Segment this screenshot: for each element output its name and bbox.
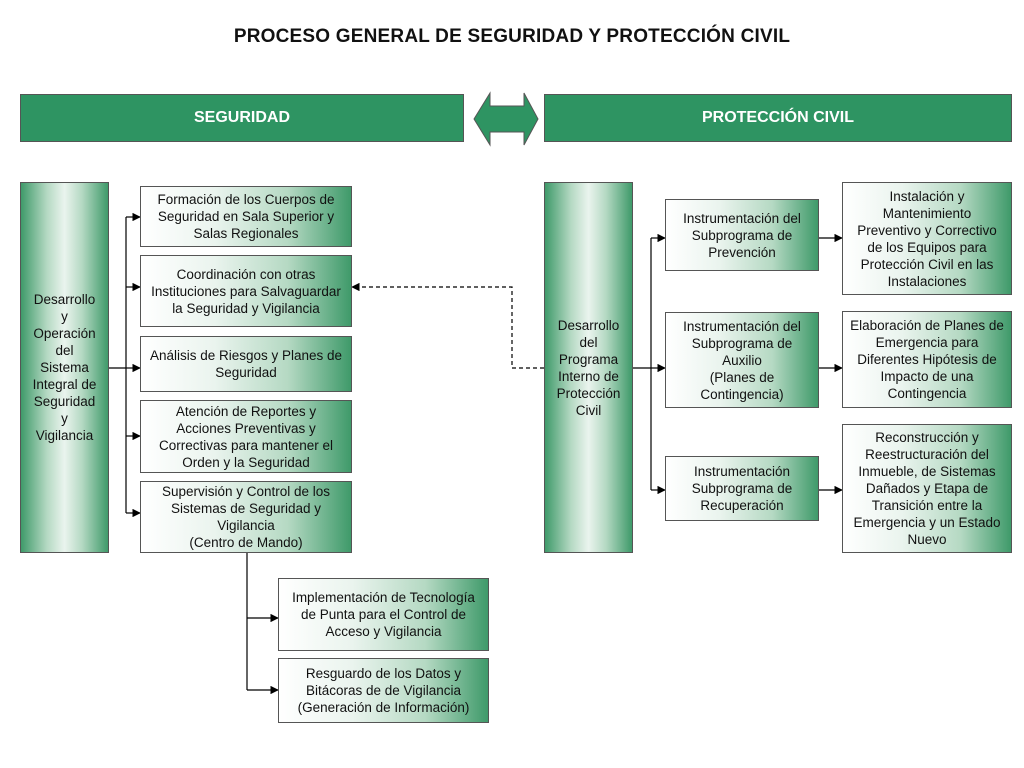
outcome-instalacion: Instalación y Mantenimiento Preventivo y… [842, 182, 1012, 295]
seguridad-main-box: Desarrollo y Operación del Sistema Integ… [20, 182, 109, 553]
header-proteccion-civil: PROTECCIÓN CIVIL [544, 94, 1012, 142]
subprograma-recuperacion: Instrumentación Subprograma de Recuperac… [665, 456, 819, 521]
seguridad-subitem-implementacion: Implementación de Tecnología de Punta pa… [278, 578, 489, 651]
outcome-elaboracion: Elaboración de Planes de Emergencia para… [842, 311, 1012, 408]
bidirectional-arrow-icon [473, 91, 539, 147]
seguridad-item-supervision: Supervisión y Control de los Sistemas de… [140, 481, 352, 553]
header-seguridad: SEGURIDAD [20, 94, 464, 142]
seguridad-item-coordinacion: Coordinación con otras Instituciones par… [140, 255, 352, 327]
seguridad-subitem-resguardo: Resguardo de los Datos y Bitácoras de de… [278, 658, 489, 723]
proteccion-main-box: Desarrollo del Programa Interno de Prote… [544, 182, 633, 553]
diagram-title: PROCESO GENERAL DE SEGURIDAD Y PROTECCIÓ… [233, 26, 791, 47]
seguridad-item-analisis: Análisis de Riesgos y Planes de Segurida… [140, 336, 352, 392]
seguridad-item-atencion: Atención de Reportes y Acciones Preventi… [140, 400, 352, 473]
subprograma-auxilio: Instrumentación del Subprograma de Auxil… [665, 312, 819, 408]
subprograma-prevencion: Instrumentación del Subprograma de Preve… [665, 199, 819, 271]
outcome-reconstruccion: Reconstrucción y Reestructuración del In… [842, 424, 1012, 553]
seguridad-item-formacion: Formación de los Cuerpos de Seguridad en… [140, 186, 352, 247]
